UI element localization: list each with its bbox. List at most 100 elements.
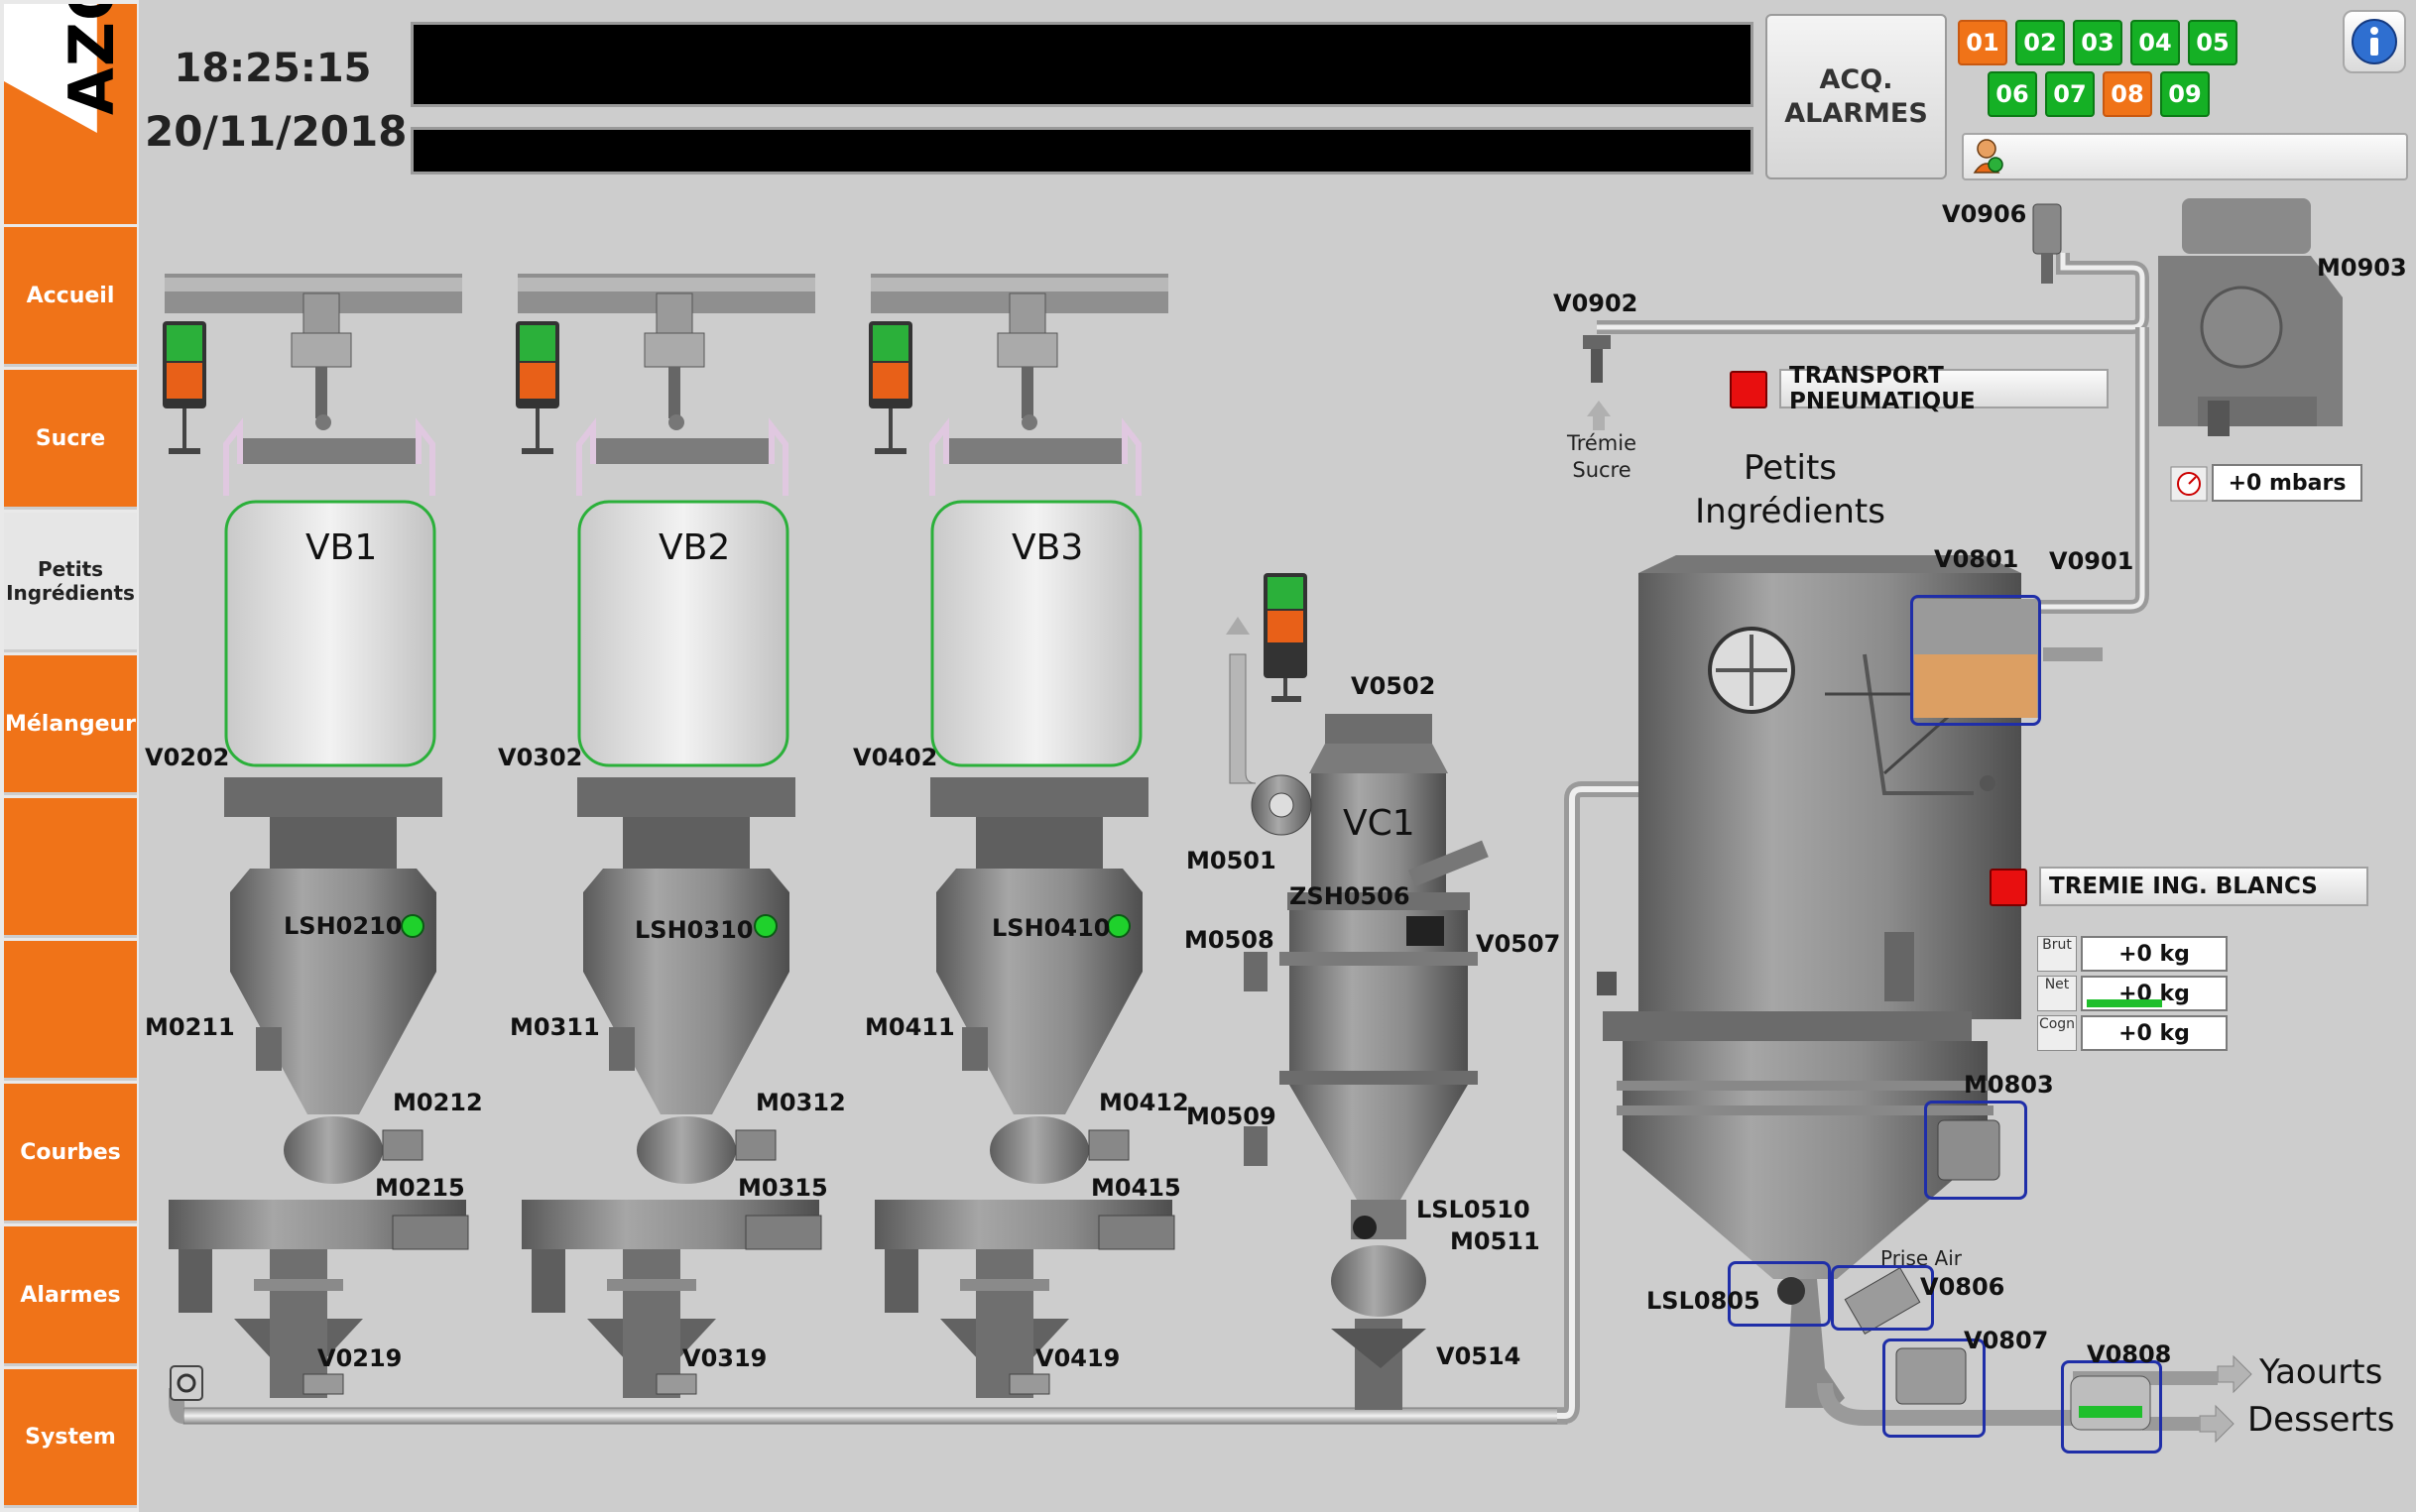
user-bar[interactable] [1962,133,2408,180]
tag-m0311[interactable]: M0311 [510,1013,600,1041]
v0807-frame[interactable] [1882,1338,1986,1438]
tag-m0511[interactable]: M0511 [1450,1227,1540,1255]
clock-date: 20/11/2018 [145,107,408,156]
line-button-07[interactable]: 07 [2045,71,2095,117]
sidebar-item-empty-1[interactable] [4,798,137,938]
tag-lsh0310[interactable]: LSH0310 [635,916,754,944]
line-button-05[interactable]: 05 [2188,20,2237,65]
sidebar-item-melangeur[interactable]: Mélangeur [4,655,137,795]
clock-time: 18:25:15 [174,46,372,91]
pressure-gauge-icon [2170,466,2208,502]
tag-v0402[interactable]: V0402 [853,744,938,771]
desserts-label: Desserts [2247,1400,2395,1440]
tag-v0801[interactable]: V0801 [1934,545,2019,573]
tag-m0903[interactable]: M0903 [2317,254,2407,282]
petits-title-line2: Ingrédients [1695,492,1885,531]
tag-m0211[interactable]: M0211 [145,1013,235,1041]
m0803-frame[interactable] [1924,1101,2027,1200]
line-button-02[interactable]: 02 [2015,20,2065,65]
tag-m0315[interactable]: M0315 [738,1174,828,1202]
yaourts-label: Yaourts [2259,1352,2383,1392]
tag-m0215[interactable]: M0215 [375,1174,465,1202]
tag-m0803[interactable]: M0803 [1964,1071,2054,1099]
tremie-sucre-line1: Trémie [1566,431,1637,455]
weight-gross-icon: Brut [2037,936,2077,972]
weight-net-value: +0 kg [2081,976,2228,1011]
line-button-06[interactable]: 06 [1988,71,2037,117]
tag-m0501[interactable]: M0501 [1186,847,1276,874]
weight-net-bar [2087,999,2162,1007]
vb1-label: VB1 [305,527,378,568]
tag-m0412[interactable]: M0412 [1099,1089,1189,1116]
tag-v0302[interactable]: V0302 [498,744,583,771]
tag-lsh0410[interactable]: LSH0410 [992,914,1111,942]
line-button-09[interactable]: 09 [2160,71,2210,117]
sidebar-item-empty-2[interactable] [4,941,137,1081]
petits-title-line1: Petits [1743,448,1838,488]
tag-m0312[interactable]: M0312 [756,1089,846,1116]
line-button-08[interactable]: 08 [2103,71,2152,117]
lsl0805-frame[interactable] [1728,1261,1831,1327]
user-icon [1973,139,2003,174]
tag-v0902[interactable]: V0902 [1553,290,1638,317]
acq-alarmes-button[interactable]: ACQ. ALARMES [1765,14,1947,179]
line-button-03[interactable]: 03 [2073,20,2122,65]
sidebar-item-sucre[interactable]: Sucre [4,370,137,510]
sidebar-item-petits-ingredients[interactable]: Petits Ingrédients [4,513,137,652]
v0808-frame[interactable] [2061,1360,2162,1454]
sidebar-item-system[interactable]: System [4,1369,137,1508]
weight-setpoint-value: +0 kg [2081,1015,2228,1051]
tag-v0807[interactable]: V0807 [1964,1327,2049,1354]
message-bar-1 [411,22,1753,107]
tag-zsh0506[interactable]: ZSH0506 [1289,882,1410,910]
tag-lsl0805[interactable]: LSL0805 [1646,1287,1760,1315]
vc1-label: VC1 [1343,803,1415,844]
tag-v0901[interactable]: V0901 [2049,547,2134,575]
petits-ingredients-title: Petits Ingrédients [1686,446,1894,533]
tremie-sucre-label: Trémie Sucre [1547,430,1656,484]
sidebar-item-courbes[interactable]: Courbes [4,1084,137,1223]
tag-v0806[interactable]: V0806 [1920,1273,2005,1301]
vb2-label: VB2 [659,527,731,568]
line-button-04[interactable]: 04 [2130,20,2180,65]
weight-gross-value: +0 kg [2081,936,2228,972]
transport-alarm-label: TRANSPORT PNEUMATIQUE [1779,363,2109,414]
weight-setpoint-icon: Cogn [2037,1015,2077,1051]
tag-v0906[interactable]: V0906 [1942,200,2027,228]
tag-m0411[interactable]: M0411 [865,1013,955,1041]
v0806-frame[interactable] [1831,1265,1934,1331]
weight-net-icon: Net [2037,976,2077,1011]
tag-v0419[interactable]: V0419 [1035,1344,1121,1372]
sidebar-item-alarmes[interactable]: Alarmes [4,1226,137,1366]
sidebar-item-accueil[interactable]: Accueil [4,227,137,367]
tremie-sucre-line2: Sucre [1572,458,1631,482]
vb3-label: VB3 [1012,527,1084,568]
tag-lsh0210[interactable]: LSH0210 [284,912,403,940]
line-button-01[interactable]: 01 [1958,20,2007,65]
logo-text: AZO. [56,4,128,115]
message-bar-2 [411,127,1753,174]
tremie-alarm-label: TREMIE ING. BLANCS [2039,867,2368,906]
transport-alarm-indicator[interactable] [1730,371,1767,408]
tag-v0514[interactable]: V0514 [1436,1342,1521,1370]
tag-v0319[interactable]: V0319 [682,1344,768,1372]
acq-label-1: ACQ. [1819,63,1893,95]
tag-v0502[interactable]: V0502 [1351,672,1436,700]
tag-m0508[interactable]: M0508 [1184,926,1274,954]
info-icon [2352,19,2397,64]
tag-m0415[interactable]: M0415 [1091,1174,1181,1202]
tremie-alarm-indicator[interactable] [1990,869,2027,906]
tag-v0808[interactable]: V0808 [2087,1340,2172,1368]
tag-v0507[interactable]: V0507 [1476,930,1561,958]
tag-lsl0510[interactable]: LSL0510 [1416,1196,1530,1223]
tag-v0219[interactable]: V0219 [317,1344,403,1372]
v0801-frame[interactable] [1910,595,2041,726]
info-button[interactable] [2343,10,2406,73]
sidebar: AZO. Accueil Sucre Petits Ingrédients Mé… [0,0,139,1512]
tag-m0212[interactable]: M0212 [393,1089,483,1116]
tag-v0202[interactable]: V0202 [145,744,230,771]
tag-m0509[interactable]: M0509 [1186,1103,1276,1130]
